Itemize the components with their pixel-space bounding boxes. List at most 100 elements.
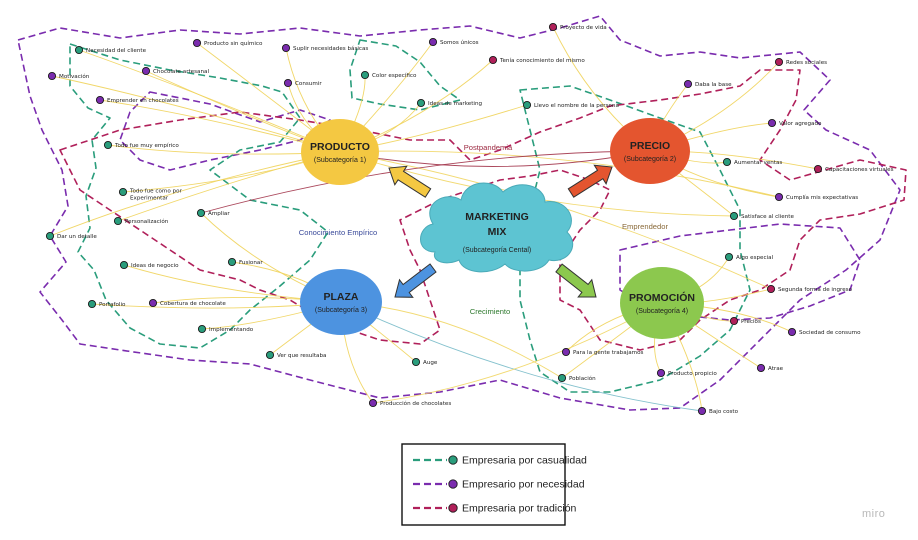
code-dot-casualidad (557, 373, 567, 383)
code-node-auge[interactable]: Auge (411, 357, 438, 367)
code-node-consumir[interactable]: Consumir (283, 78, 322, 88)
code-dot-casualidad (722, 157, 732, 167)
code-dot-necesidad (683, 79, 693, 89)
code-label: Producto propicio (668, 371, 717, 377)
code-node-implementando[interactable]: Implementando (197, 324, 254, 334)
code-dot-casualidad (724, 252, 734, 262)
category-plaza[interactable]: PLAZA(Subcategoría 3) (300, 269, 382, 335)
category-precio[interactable]: PRECIO(Subcategoría 2) (610, 118, 690, 184)
code-node-portafolio[interactable]: Portafolio (87, 299, 126, 309)
code-label: Satisface al cliente (741, 214, 794, 220)
code-node-daba-la-base[interactable]: Daba la base (683, 79, 732, 89)
code-node-somos-unicos[interactable]: Somos únicos (428, 37, 479, 47)
category-promocion-name: PROMOCIÓN (629, 291, 695, 304)
code-node-ampliar[interactable]: Ampliar (196, 208, 230, 218)
code-dot-tradicion (766, 284, 776, 294)
legend-dot-casualidad (448, 455, 458, 465)
code-label: Algo especial (736, 255, 774, 261)
code-dot-casualidad (416, 98, 426, 108)
code-label: Daba la base (695, 82, 732, 88)
code-label: Personalización (125, 218, 169, 225)
code-dot-necesidad (95, 95, 105, 105)
category-plaza-shape (300, 269, 382, 335)
code-dot-necesidad (283, 78, 293, 88)
code-dot-necesidad (756, 363, 766, 373)
code-dot-casualidad (87, 299, 97, 309)
code-node-aumentar-ventas[interactable]: Aumentar ventas (722, 157, 782, 167)
code-node-satisface-al-cliente[interactable]: Satisface al cliente (729, 211, 794, 221)
arrow-to-plaza (394, 263, 437, 298)
code-dot-necesidad (697, 406, 707, 416)
code-node-motivacion[interactable]: Motivación (47, 71, 90, 81)
code-node-personalizacion[interactable]: Personalización (113, 216, 169, 226)
code-label: Somos únicos (440, 39, 479, 46)
code-dot-necesidad (428, 37, 438, 47)
code-node-suplir-necesidades-basicas[interactable]: Suplir necesidades básicas (281, 43, 368, 53)
code-node-poblacion[interactable]: Población (557, 373, 596, 383)
code-node-capacitaciones-virtuales[interactable]: Capacitaciones virtuales (813, 164, 894, 174)
region-casualidad-4 (349, 39, 461, 111)
code-node-proyecto-de-vida[interactable]: Proyecto de vida (548, 22, 607, 32)
code-node-dar-un-detalle[interactable]: Dar un detalle (45, 231, 97, 241)
connection-line (372, 302, 663, 404)
region-necesidad-1 (17, 15, 901, 411)
code-node-producto-propicio[interactable]: Producto propicio (656, 368, 717, 378)
code-dot-casualidad (265, 350, 275, 360)
code-label: Motivación (59, 73, 90, 80)
code-node-producto-sin-quimico[interactable]: Producto sin químico (192, 38, 263, 48)
legend-dot-tradicion (448, 503, 458, 513)
code-node-valor-agregado[interactable]: Valor agregado (767, 118, 822, 128)
code-node-ver-que-resultaba[interactable]: Ver que resultaba (265, 350, 326, 360)
code-node-cumplia-mis-expectativas[interactable]: Cumplía mis expectativas (774, 192, 858, 202)
code-label: Cobertura de chocolate (160, 301, 226, 307)
code-node-llevo-el-nombre-de-la-persona[interactable]: Llevo el nombre de la persona (522, 100, 619, 110)
code-label: Color específico (372, 72, 417, 79)
code-label: Auge (423, 360, 438, 366)
code-node-fusionar[interactable]: Fusionar (227, 257, 263, 267)
code-node-para-la-gente-trabajamos[interactable]: Para la gente trabajamos (561, 347, 644, 357)
code-node-sociedad-de-consumo[interactable]: Sociedad de consumo (787, 327, 861, 337)
code-node-necesidad-del-cliente[interactable]: Necesidad del cliente (74, 45, 147, 55)
code-node-segunda-forma-de-ingreso[interactable]: Segunda forma de ingreso (766, 284, 853, 294)
code-node-redes-sociales[interactable]: Redes sociales (774, 57, 827, 67)
code-node-produccion-de-chocolates[interactable]: Producción de chocolates (368, 398, 451, 408)
code-label: Suplir necesidades básicas (293, 45, 368, 52)
code-label: Dar un detalle (57, 234, 97, 240)
region-casualidad-3 (69, 43, 329, 349)
code-node-cobertura-de-chocolate[interactable]: Cobertura de chocolate (148, 298, 226, 308)
code-node-color-especifico[interactable]: Color específico (360, 70, 417, 80)
miro-watermark: miro (862, 508, 885, 520)
code-node-bajo-costo[interactable]: Bajo costo (697, 406, 739, 416)
code-label: Sociedad de consumo (799, 330, 861, 336)
code-node-todo-fue-muy-empirico[interactable]: Todo fue muy empírico (103, 140, 179, 150)
code-node-ideas-de-negocio[interactable]: Ideas de negocio (119, 260, 179, 270)
code-label: Segunda forma de ingreso (778, 287, 853, 293)
code-label: Ampliar (208, 211, 230, 217)
code-label: Todo fue muy empírico (114, 142, 179, 149)
code-node-chocolate-artesanal[interactable]: Chocolate artesanal (141, 66, 209, 76)
region-casualidad-5 (519, 85, 751, 393)
code-node-precios[interactable]: Precios (729, 316, 761, 326)
legend-item-necesidad: Empresario por necesidad (413, 479, 585, 491)
theme-postpandemia: Postpandemia (464, 143, 513, 152)
code-node-emprender-en-chocolates[interactable]: Emprender en chocolates (95, 95, 179, 105)
category-promocion[interactable]: PROMOCIÓN(Subcategoría 4) (620, 267, 704, 339)
category-producto-name: PRODUCTO (310, 141, 370, 153)
category-producto[interactable]: PRODUCTO(Subcategoría 1) (301, 119, 379, 185)
code-dot-casualidad (196, 208, 206, 218)
code-node-algo-especial[interactable]: Algo especial (724, 252, 774, 262)
code-label: Chocolate artesanal (153, 69, 209, 75)
code-node-ideas-de-marketing[interactable]: Ideas de marketing (416, 98, 482, 108)
code-label: Precios (741, 319, 761, 325)
code-label: Producción de chocolates (380, 400, 451, 407)
code-dot-necesidad (47, 71, 57, 81)
code-node-tenia-conocimiento-del-mismo[interactable]: Tenía conocimiento del mismo (488, 55, 585, 65)
code-label: Ideas de negocio (131, 263, 179, 269)
theme-crecimiento: Crecimiento (470, 307, 511, 316)
code-node-atrae[interactable]: Atrae (756, 363, 784, 373)
